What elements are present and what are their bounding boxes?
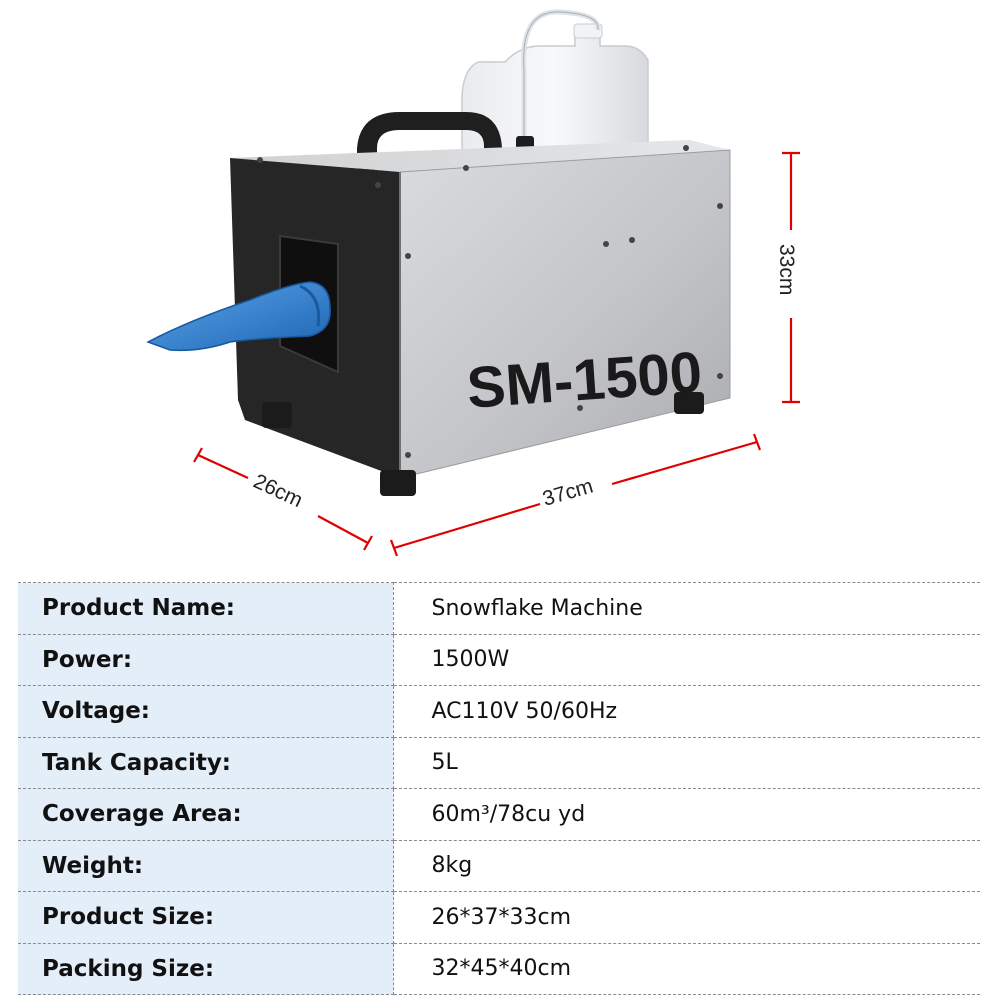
spec-label: Packing Size:	[18, 942, 394, 995]
height-label: 33cm	[775, 244, 798, 295]
spec-value: 1500W	[393, 633, 980, 686]
width-dimension	[389, 433, 762, 557]
spec-value: Snowflake Machine	[393, 582, 980, 635]
table-row: Packing Size: 32*45*40cm	[18, 942, 980, 995]
spec-value: 8kg	[393, 839, 980, 892]
depth-label: 26cm	[250, 470, 306, 513]
product-photo: SM-1500 33cm 37cm 26cm	[146, 9, 800, 557]
screws	[257, 145, 723, 458]
height-dimension	[782, 151, 800, 404]
table-row: Voltage: AC110V 50/60Hz	[18, 685, 980, 738]
spec-value: 26*37*33cm	[393, 891, 980, 944]
cabinet-top	[230, 140, 730, 172]
spec-table: Product Name: Snowflake Machine Power: 1…	[18, 582, 980, 995]
table-row: Product Name: Snowflake Machine	[18, 582, 980, 635]
spec-label: Tank Capacity:	[18, 736, 394, 789]
table-row: Coverage Area: 60m³/78cu yd	[18, 788, 980, 841]
spec-value: 32*45*40cm	[393, 942, 980, 995]
table-row: Tank Capacity: 5L	[18, 736, 980, 789]
spec-label: Power:	[18, 633, 394, 686]
spec-value: AC110V 50/60Hz	[393, 685, 980, 738]
table-row: Power: 1500W	[18, 633, 980, 686]
nozzle-sleeve	[146, 281, 331, 352]
table-row: Product Size: 26*37*33cm	[18, 891, 980, 944]
fluid-tank	[461, 23, 649, 161]
spec-value: 60m³/78cu yd	[393, 788, 980, 841]
depth-dimension	[193, 447, 373, 551]
cabinet-front	[399, 149, 731, 479]
spec-label: Product Name:	[18, 582, 394, 635]
spec-label: Voltage:	[18, 685, 394, 738]
spec-label: Product Size:	[18, 891, 394, 944]
spec-label: Coverage Area:	[18, 788, 394, 841]
table-row: Weight: 8kg	[18, 839, 980, 892]
spec-label: Weight:	[18, 839, 394, 892]
rubber-feet	[262, 392, 704, 496]
spec-value: 5L	[393, 736, 980, 789]
width-label: 37cm	[540, 475, 596, 511]
carry-handle	[357, 112, 502, 172]
